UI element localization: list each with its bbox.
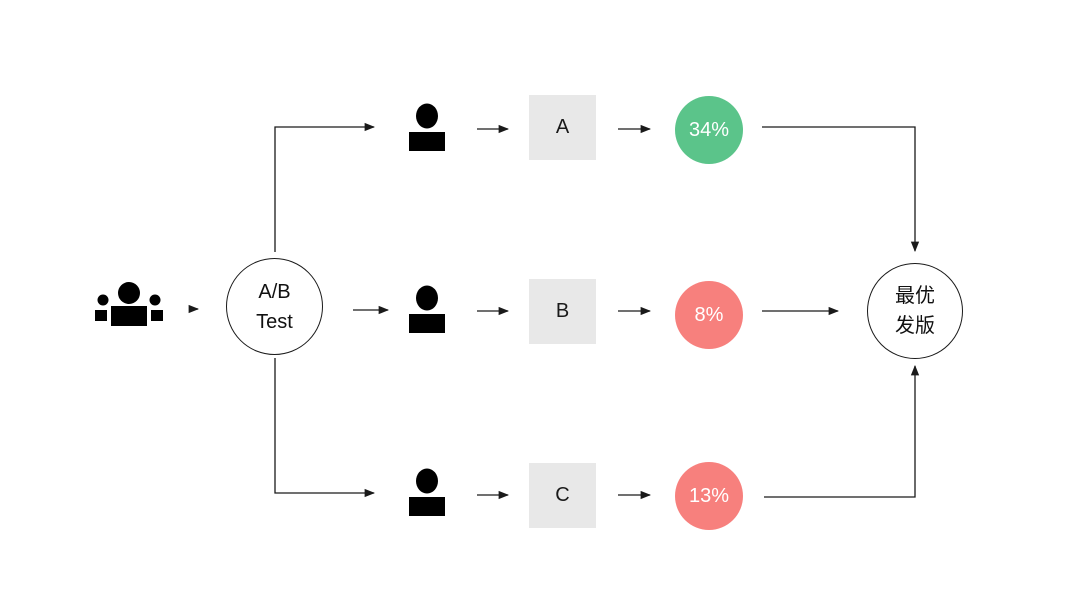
arrow-test-to-user-c — [274, 358, 376, 498]
variant-label: A — [555, 116, 570, 138]
user-icon — [409, 285, 445, 333]
arrow-rate-a-to-result — [762, 126, 920, 253]
rate-label: 8% — [694, 303, 724, 326]
ab-test-label-line1: A/B — [258, 280, 291, 303]
variant-box-c: C — [529, 463, 596, 528]
rate-label: 34% — [688, 118, 730, 141]
result-node: 最优 发版 — [867, 263, 963, 359]
rate-circle-b: 8% — [675, 281, 743, 349]
result-label-line1: 最优 — [895, 285, 935, 307]
ab-test-node: A/B Test — [226, 258, 323, 355]
variant-label: C — [555, 484, 570, 506]
variant-box-b: B — [529, 279, 596, 344]
user-icon — [409, 468, 445, 516]
ab-test-label-line2: Test — [256, 310, 293, 333]
user-group-icon — [95, 282, 163, 326]
user-icon — [409, 103, 445, 151]
result-label-line2: 发版 — [895, 315, 935, 337]
variant-box-a: A — [529, 95, 596, 160]
arrow-rate-c-to-result — [764, 364, 920, 498]
variant-label: B — [555, 300, 570, 322]
arrow-test-to-user-a — [274, 122, 376, 252]
rate-label: 13% — [688, 484, 730, 507]
rate-circle-c: 13% — [675, 462, 743, 530]
rate-circle-a: 34% — [675, 96, 743, 164]
